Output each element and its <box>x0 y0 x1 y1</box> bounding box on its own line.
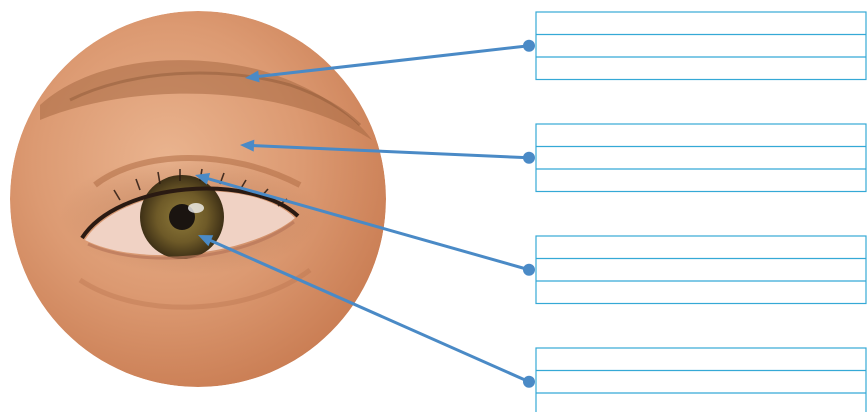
answer-box-border <box>536 124 866 192</box>
answer-box-eyelashes[interactable] <box>536 236 866 304</box>
answer-box-eyebrow[interactable] <box>536 12 866 80</box>
answer-box-pupil[interactable] <box>536 348 866 412</box>
answer-box-border <box>536 348 866 412</box>
pointer-dot <box>523 152 535 164</box>
answer-boxes <box>536 12 866 412</box>
pointer-dot <box>523 40 535 52</box>
answer-box-border <box>536 236 866 304</box>
answer-box-eyelid[interactable] <box>536 124 866 192</box>
pointer-dot <box>523 264 535 276</box>
answer-box-border <box>536 12 866 80</box>
pointer-dot <box>523 376 535 388</box>
